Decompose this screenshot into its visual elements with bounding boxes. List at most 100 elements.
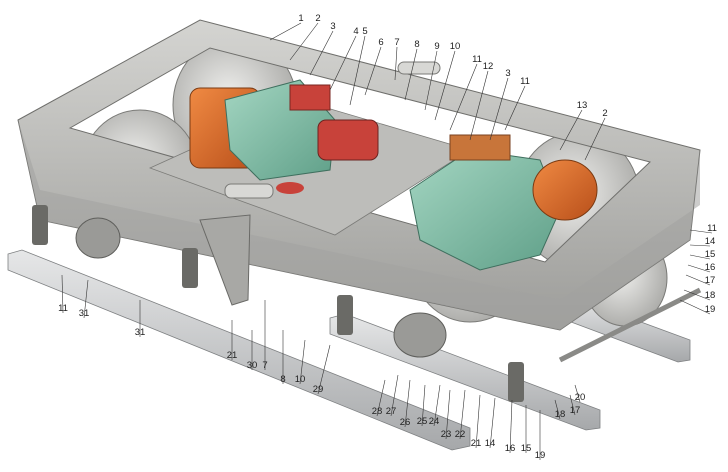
leader-line-b23: [445, 389, 451, 440]
callout-b18: 18: [555, 409, 566, 420]
callout-b25: 25: [417, 416, 428, 427]
callout-r19: 19: [705, 304, 716, 315]
leader-line-c11a: [449, 63, 478, 131]
leader-line-c3b: [489, 77, 509, 141]
callout-c13: 13: [577, 100, 588, 111]
callout-b16: 16: [505, 443, 516, 454]
callout-b14: 14: [485, 438, 496, 449]
leader-line-c4: [329, 35, 357, 91]
motor-left-terminal-box: [289, 84, 331, 111]
callout-c11b: 11: [520, 76, 530, 87]
leader-line-c1: [269, 22, 302, 41]
motor-right-terminal-box: [449, 134, 511, 161]
callout-b29: 29: [313, 384, 324, 395]
spring-right: [508, 362, 524, 402]
callout-b21a: 21: [227, 350, 238, 361]
leader-line-b25: [421, 384, 426, 427]
leader-line-c9: [424, 50, 438, 111]
leader-line-b24: [433, 384, 441, 427]
callout-c9: 9: [434, 41, 439, 52]
spring-left-2: [182, 248, 198, 288]
leader-line-c3: [309, 30, 334, 76]
leader-line-c5: [349, 35, 366, 106]
leader-line-c7: [394, 46, 398, 81]
leader-line-b16: [509, 399, 513, 454]
leader-line-l31a: [83, 279, 89, 319]
leader-line-b27: [390, 374, 399, 417]
callout-b7: 7: [262, 360, 267, 371]
leader-line-r15: [689, 254, 711, 260]
callout-b30: 30: [247, 360, 258, 371]
leader-line-b21b: [475, 394, 481, 449]
suspension: [32, 205, 702, 402]
leader-line-b29: [317, 344, 331, 395]
callout-b21b: 21: [471, 438, 482, 449]
leader-line-l11: [61, 274, 64, 314]
traction-motor-right: [409, 134, 598, 271]
frame-side-face: [18, 120, 700, 330]
callout-b15: 15: [521, 443, 532, 454]
leader-line-b18: [554, 399, 561, 420]
callout-c2: 2: [315, 13, 320, 24]
callout-b27: 27: [386, 406, 397, 417]
callout-c5: 5: [362, 26, 367, 37]
leader-line-r18: [683, 289, 711, 301]
leader-line-b14: [489, 397, 496, 449]
pivot-opening: [317, 119, 379, 161]
leader-line-c13: [559, 109, 583, 151]
pivot-hole: [276, 182, 304, 194]
callout-c12: 12: [483, 61, 494, 72]
leader-line-b22: [459, 389, 466, 440]
callout-r17: 17: [705, 275, 716, 286]
rail-left: [7, 249, 471, 451]
leader-line-c12: [469, 70, 489, 141]
callout-r18: 18: [705, 290, 716, 301]
callout-c8: 8: [414, 39, 419, 50]
callout-b26: 26: [400, 417, 411, 428]
callout-b20: 20: [575, 392, 586, 403]
callout-b17: 17: [570, 405, 581, 416]
callout-b23: 23: [441, 429, 452, 440]
leader-line-b20: [574, 384, 581, 403]
callout-c7: 7: [394, 37, 399, 48]
axle-box-right: [393, 312, 447, 358]
leader-line-c2: [289, 22, 319, 61]
spring-left-1: [32, 205, 48, 245]
callout-b24: 24: [429, 416, 440, 427]
leader-line-c6: [364, 46, 382, 96]
callout-c3: 3: [330, 21, 335, 32]
brake-lever: [199, 214, 251, 306]
slot-rear: [397, 61, 441, 75]
leader-line-b17: [569, 394, 576, 416]
slot-front: [224, 183, 274, 199]
leader-line-b26: [404, 379, 411, 428]
callout-l31a: 31: [79, 308, 90, 319]
leader-line-b28: [376, 379, 386, 417]
callout-b8: 8: [280, 374, 285, 385]
motor-right-rotor: [532, 159, 598, 221]
callout-b28: 28: [372, 406, 383, 417]
leader-line-c2b: [584, 117, 606, 161]
callout-c10: 10: [450, 41, 461, 52]
callout-b10: 10: [295, 374, 306, 385]
leader-line-c10: [434, 50, 456, 121]
callout-r16: 16: [705, 262, 716, 273]
callout-c6: 6: [378, 37, 383, 48]
callout-c2b: 2: [602, 108, 607, 119]
callout-r14: 14: [705, 236, 716, 247]
leader-lines: [61, 22, 713, 460]
leader-line-r19: [679, 299, 711, 315]
callout-c1: 1: [298, 13, 303, 24]
callout-c3b: 3: [505, 68, 510, 79]
leader-line-r16: [687, 264, 711, 273]
callout-b19: 19: [535, 450, 546, 461]
traction-motor-left: [189, 79, 336, 181]
brake-rod: [558, 287, 702, 363]
callout-b22: 22: [455, 429, 466, 440]
leader-line-r11: [689, 229, 713, 234]
leader-line-r14: [689, 244, 711, 247]
leader-line-r17: [685, 274, 711, 286]
callout-l31b: 31: [135, 327, 146, 338]
